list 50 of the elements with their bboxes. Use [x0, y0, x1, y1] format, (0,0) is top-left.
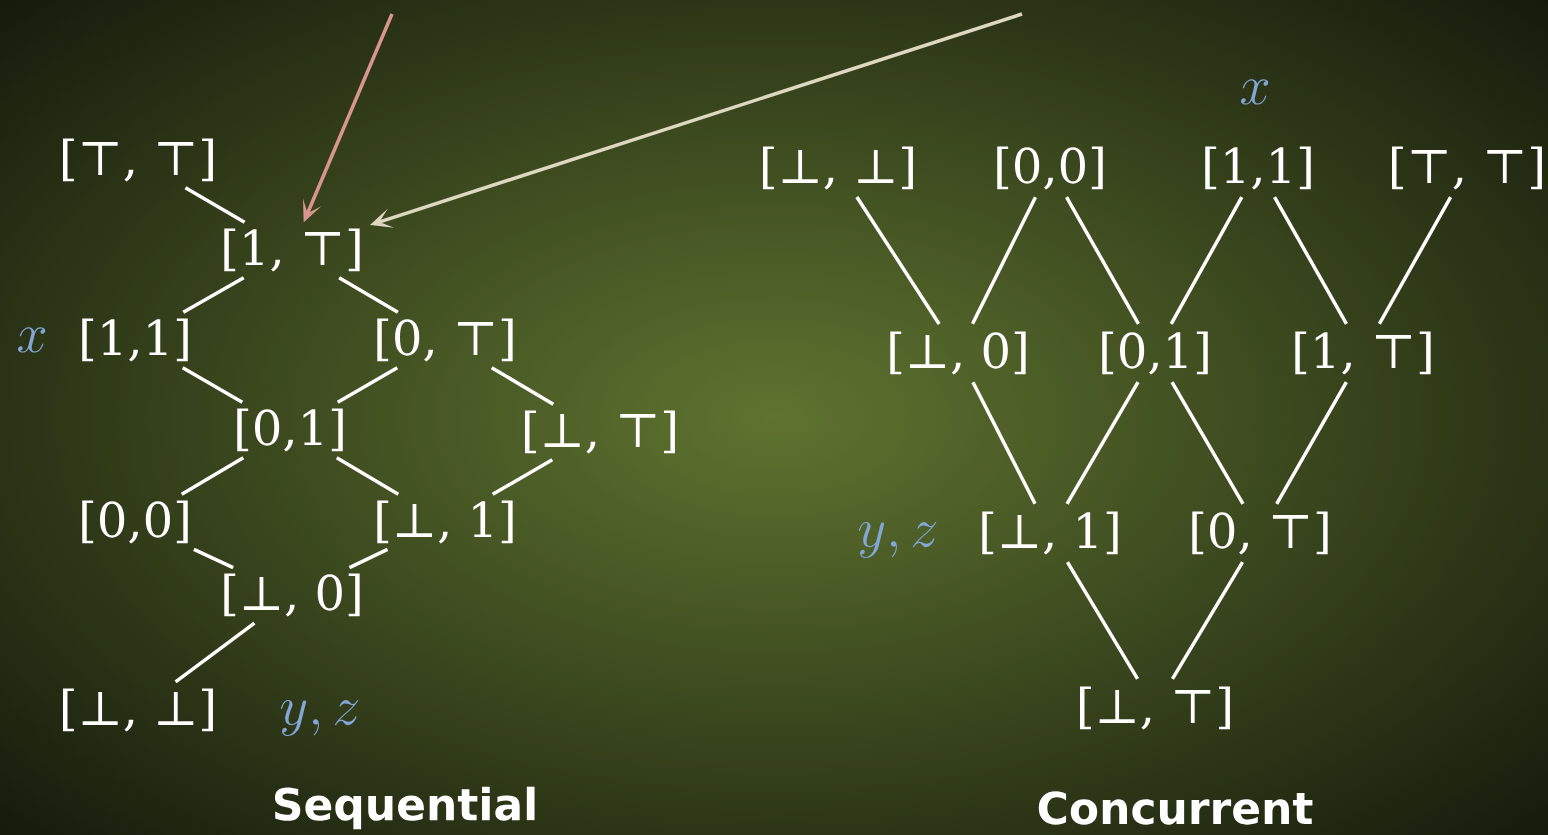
connector-line	[348, 547, 389, 570]
connector-line	[1065, 561, 1140, 680]
connector-line	[336, 366, 399, 404]
lattice-element: [⊥, ⊤]	[525, 410, 675, 454]
lattice-element: [⊥, 0]	[890, 331, 1026, 375]
panel-heading: Concurrent	[1038, 791, 1313, 825]
lattice-element: [1, ⊤]	[1295, 331, 1431, 375]
variable-label: $x$	[18, 327, 46, 353]
lattice-element: [0,1]	[1102, 331, 1208, 375]
lattice-element: [0,0]	[997, 146, 1103, 190]
lattice-element: [1,1]	[1205, 146, 1311, 190]
connector-line	[1065, 381, 1140, 505]
connector-line	[338, 276, 399, 314]
connector-line	[193, 547, 234, 570]
lattice-element: [⊥, ⊤]	[1080, 686, 1230, 730]
variable-label: $y, z$	[280, 699, 359, 736]
connector-line	[174, 621, 256, 684]
lattice-element: [0, ⊤]	[1192, 511, 1328, 555]
panel-heading: Sequential	[274, 786, 535, 830]
variable-label: $x$	[1241, 79, 1269, 105]
connector-line	[490, 366, 555, 406]
lattice-element: [0,0]	[82, 500, 188, 544]
lattice-element: [1,1]	[82, 318, 188, 362]
connector-line	[1377, 196, 1453, 325]
lattice-element: [⊤, ⊤]	[63, 138, 213, 182]
lattice-element: [0,1]	[237, 408, 343, 452]
connector-line	[1170, 561, 1245, 680]
connector-line	[1275, 381, 1348, 505]
lattice-element: [⊥, ⊥]	[763, 146, 913, 190]
lattice-element: [⊥, 0]	[224, 573, 360, 617]
connector-line	[1273, 196, 1348, 325]
connector-line	[1170, 381, 1245, 505]
connector-line	[971, 381, 1037, 505]
connector-line	[181, 366, 244, 404]
lattice-element: [⊥, 1]	[377, 500, 513, 544]
connector-line	[1065, 196, 1140, 325]
lattice-element: [⊤, ⊤]	[1392, 146, 1542, 190]
connector-line	[1169, 196, 1244, 325]
connector-line	[971, 196, 1038, 325]
connector-line	[855, 196, 941, 325]
connector-line	[491, 458, 554, 496]
connector-line	[180, 456, 245, 496]
lattice-element: [1, ⊤]	[224, 228, 360, 272]
lattice-element: [⊥, ⊥]	[63, 688, 213, 732]
connector-line	[182, 276, 245, 314]
connector-line	[184, 186, 246, 224]
lattice-element: [⊥, 1]	[982, 511, 1118, 555]
lattice-element: [0, ⊤]	[377, 318, 513, 362]
variable-label: $y, z$	[858, 521, 937, 559]
connector-line	[335, 456, 400, 496]
